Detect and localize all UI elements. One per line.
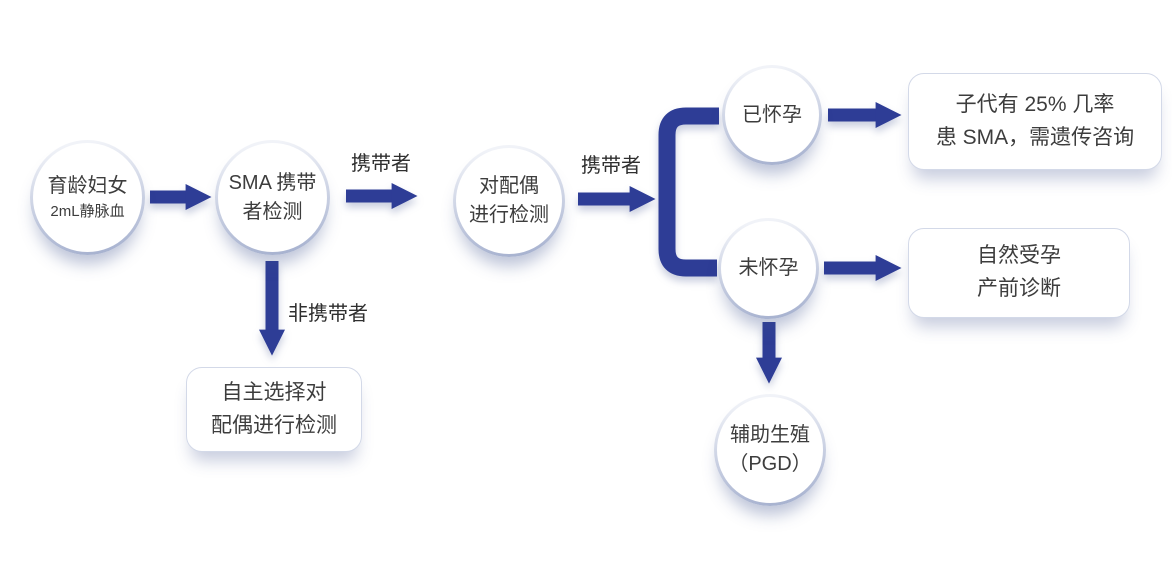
node-sma-test-circle-body: SMA 携带 者检测 bbox=[218, 143, 327, 252]
node-pregnant-circle-body: 已怀孕 bbox=[725, 68, 819, 162]
edge-label-carrier-1: 携带者 bbox=[351, 153, 411, 175]
node-assisted-line1: 辅助生殖 bbox=[730, 424, 810, 446]
node-natural-line1: 自然受孕 bbox=[977, 244, 1061, 268]
node-sma-test-line2: 者检测 bbox=[242, 200, 303, 223]
node-risk-line2: 患 SMA，需遗传咨询 bbox=[935, 125, 1135, 149]
node-not-pregnant-circle-body: 未怀孕 bbox=[721, 221, 816, 316]
node-start-line1: 育龄妇女 bbox=[47, 175, 128, 198]
node-assisted-reproduction-circle: 辅助生殖 （PGD） bbox=[714, 394, 826, 506]
node-sma-test-circle: SMA 携带 者检测 bbox=[215, 140, 330, 255]
edge-label-carrier-2: 携带者 bbox=[581, 155, 641, 177]
node-self-choice-line1: 自主选择对 bbox=[221, 380, 327, 404]
node-start-line2: 2mL静脉血 bbox=[50, 203, 125, 221]
node-spouse-test-line1: 对配偶 bbox=[479, 175, 539, 197]
node-pregnant-label: 已怀孕 bbox=[742, 103, 802, 126]
node-start-circle-body: 育龄妇女 2mL静脉血 bbox=[33, 143, 142, 252]
node-not-pregnant-label: 未怀孕 bbox=[738, 257, 799, 279]
node-self-choice-line2: 配偶进行检测 bbox=[211, 413, 337, 437]
node-natural-line2: 产前诊断 bbox=[977, 277, 1061, 300]
node-assisted-reproduction-circle-body: 辅助生殖 （PGD） bbox=[717, 397, 823, 503]
branch-bracket-connector bbox=[658, 107, 719, 277]
node-sma-test-line1: SMA 携带 bbox=[228, 171, 317, 194]
node-not-pregnant-circle: 未怀孕 bbox=[718, 218, 819, 319]
node-spouse-test-circle: 对配偶 进行检测 bbox=[453, 145, 565, 257]
node-pregnant-circle: 已怀孕 bbox=[722, 65, 822, 165]
node-spouse-test-circle-body: 对配偶 进行检测 bbox=[456, 148, 562, 254]
node-spouse-test-line2: 进行检测 bbox=[469, 204, 549, 226]
node-start-circle: 育龄妇女 2mL静脉血 bbox=[30, 140, 145, 255]
node-risk-box: 子代有 25% 几率 患 SMA，需遗传咨询 bbox=[908, 73, 1162, 170]
node-self-choice-box: 自主选择对 配偶进行检测 bbox=[186, 367, 362, 452]
edge-label-non-carrier: 非携带者 bbox=[288, 303, 368, 325]
node-risk-line1: 子代有 25% 几率 bbox=[955, 92, 1115, 116]
node-natural-conception-box: 自然受孕 产前诊断 bbox=[908, 228, 1130, 318]
node-assisted-line2: （PGD） bbox=[728, 453, 812, 475]
